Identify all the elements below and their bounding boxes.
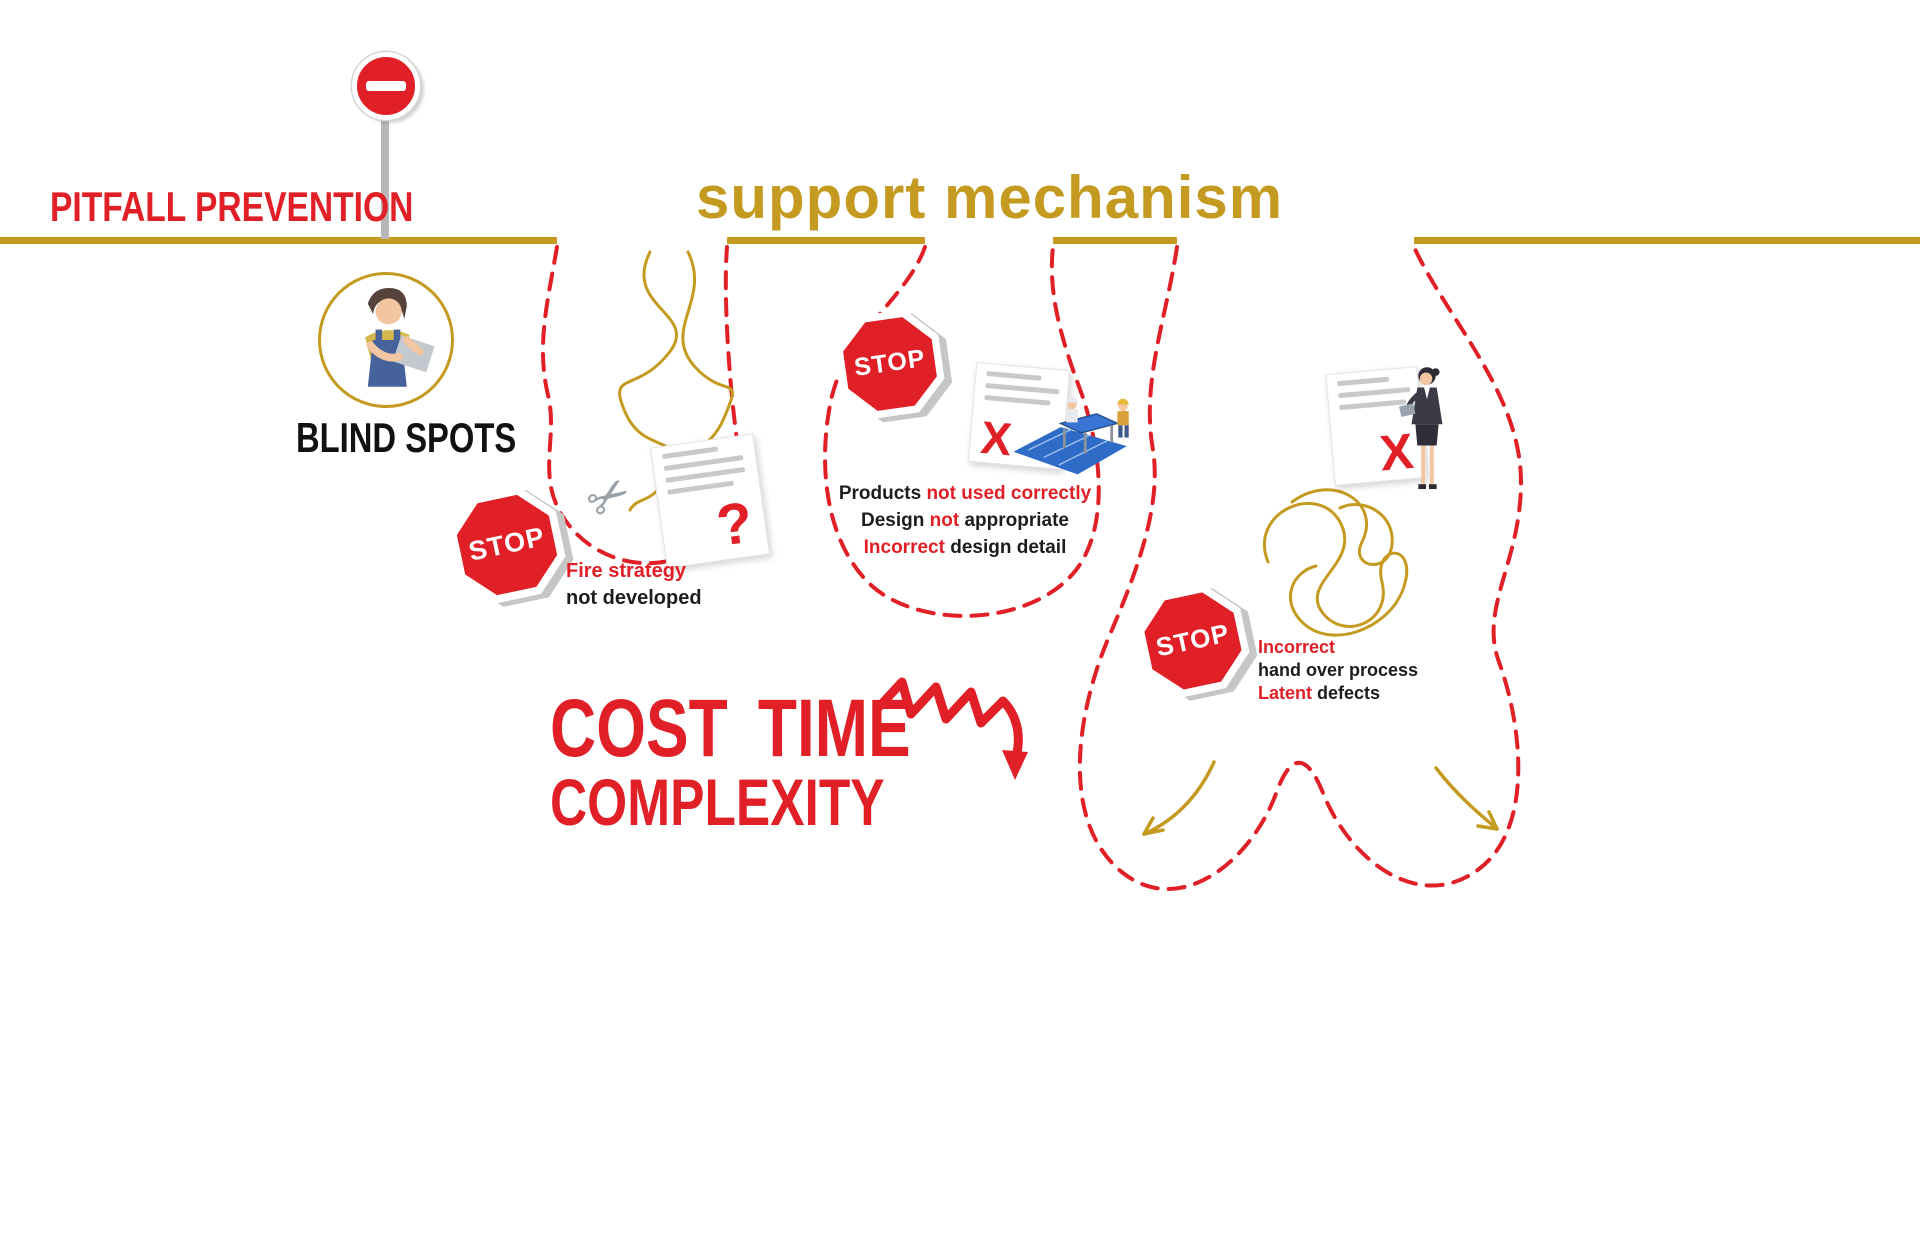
impact-cost-time-title: COST TIME	[550, 683, 911, 774]
design-line-1: Products not used correctly	[838, 483, 1092, 504]
stop-sign-fire: STOP	[442, 480, 572, 610]
worker-reading-plan-icon	[365, 288, 435, 387]
pit-outline-handover	[1077, 245, 1524, 892]
impact-complexity-title: COMPLEXITY	[550, 765, 885, 839]
pitfall-prevention-title: PITFALL PREVENTION	[50, 183, 414, 230]
handover-line-2: hand over process	[1258, 660, 1419, 680]
no-entry-bar	[366, 81, 406, 91]
no-entry-sign-pole	[381, 112, 389, 239]
doc-text-line	[662, 446, 719, 460]
businesswoman-illustration	[1399, 367, 1443, 490]
stop-sign-label: STOP	[1153, 618, 1233, 663]
stop-sign-handover: STOP	[1130, 578, 1256, 704]
doc-text-line	[1339, 399, 1406, 411]
fire-strategy-pitfall-text: Fire strategy not developed	[566, 558, 702, 612]
timeline-segment	[727, 237, 925, 244]
handover-line-1: Incorrect	[1258, 637, 1336, 657]
tangled-thread-icon	[1290, 488, 1394, 566]
arrow-down-right-icon	[1434, 766, 1499, 831]
fire-line-2: not developed	[566, 587, 702, 609]
handover-line-3: Latent defects	[1258, 683, 1381, 703]
timeline-segment	[1053, 237, 1177, 244]
document-question-icon: ?	[650, 433, 770, 569]
arrow-down-right-icon	[1476, 810, 1499, 831]
design-line-2: Design not appropriate	[861, 510, 1069, 531]
support-mechanism-title: support mechanism	[696, 164, 1284, 231]
timeline-segment	[1414, 237, 1920, 244]
arrow-down-left-icon	[1142, 816, 1165, 836]
scissors-icon: ✂	[575, 462, 643, 532]
blueprint-team-illustration	[1013, 396, 1129, 475]
question-mark: ?	[712, 489, 757, 559]
stop-sign-design: STOP	[831, 305, 948, 422]
arrow-down-left-icon	[1142, 760, 1216, 836]
handover-pitfall-text: Incorrect hand over process Latent defec…	[1258, 636, 1418, 705]
timeline-segment	[0, 237, 557, 244]
design-pitfall-text: Products not used correctly Design not a…	[830, 480, 1100, 561]
blind-spots-label: BLIND SPOTS	[296, 414, 517, 461]
design-line-3: Incorrect design detail	[863, 537, 1067, 558]
stop-sign-label: STOP	[466, 521, 548, 568]
no-entry-sign-icon	[352, 52, 420, 120]
impact-zigzag-arrowhead-icon	[1002, 750, 1028, 780]
doc-text-line	[1336, 376, 1390, 387]
stop-sign-label: STOP	[852, 344, 928, 383]
blind-spots-illustration	[318, 272, 454, 408]
fire-line-1: Fire strategy	[566, 560, 687, 582]
tangled-thread-icon	[1263, 502, 1409, 637]
